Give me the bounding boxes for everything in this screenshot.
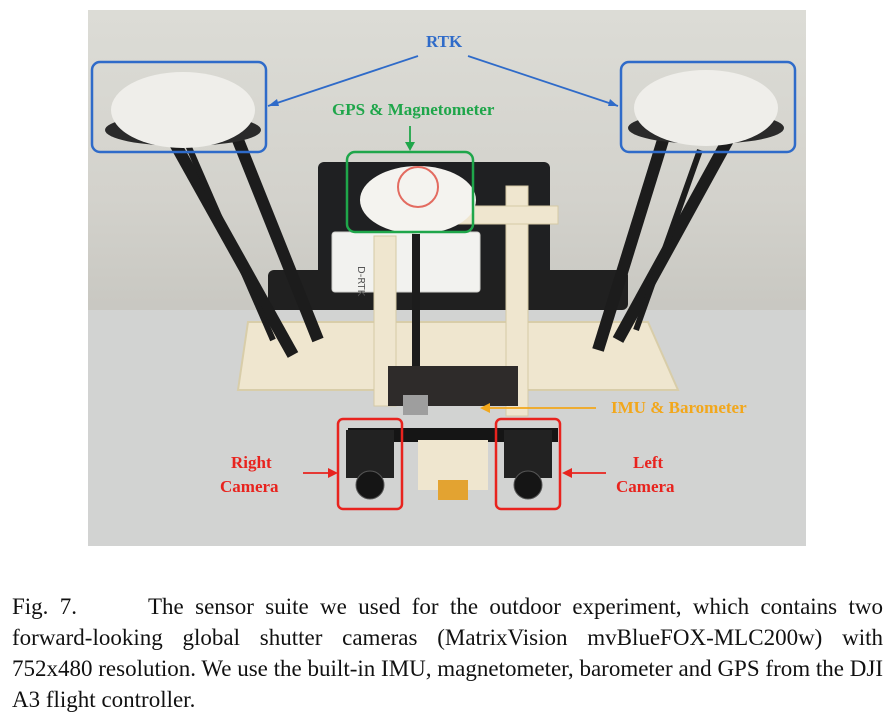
right-antenna-dome [634,70,778,146]
label-right-camera-line2: Camera [220,477,279,496]
left-cable [185,143,276,342]
gps-box [345,150,475,234]
left-camera-body [504,430,552,478]
right-camera-body [346,430,394,478]
gps-arrowhead [405,142,415,151]
right-leg-1 [592,138,669,352]
label-right-camera-line1: Right [231,453,272,472]
imu-unit [403,395,428,415]
sensor-suite-photo: D-RTK [88,10,806,546]
left-camera-arrowhead [562,468,572,478]
rtk-arrow-left [267,55,419,107]
label-left-camera-line2: Camera [616,477,675,496]
gps-puck [360,166,476,234]
rtk-box-left [90,60,268,154]
drtk-text: D-RTK [355,266,366,297]
drtk-box [331,231,481,293]
left-leg-2 [232,137,324,343]
label-left-camera-line1: Left [633,453,664,472]
label-gps-magnetometer: GPS & Magnetometer [332,100,495,119]
post-left [373,235,397,407]
figure-caption: Fig. 7. The sensor suite we used for the… [12,591,883,715]
photo-drawing: D-RTK [88,55,806,546]
battery [438,480,468,500]
gps-mast [412,210,420,380]
label-rtk: RTK [426,32,463,51]
gps-logo [397,166,439,208]
right-camera-lens [355,470,385,500]
right-camera-box [336,417,404,511]
label-imu-barometer: IMU & Barometer [611,398,747,417]
rtk-arrow-right [467,55,619,107]
left-camera-box [494,417,562,511]
right-leg-2 [612,137,734,343]
post-right [505,185,529,417]
left-antenna-dome [111,72,255,148]
right-camera-arrowhead [328,468,338,478]
imu-arrowhead [480,403,490,413]
rtk-arrowhead-left [268,99,279,106]
rtk-arrowhead-right [608,99,618,106]
left-camera-lens [513,470,543,500]
right-cable [633,148,703,332]
caption-text: The sensor suite we used for the outdoor… [12,594,883,712]
caption-lead: Fig. 7. [12,594,78,619]
rtk-box-right [619,60,797,154]
